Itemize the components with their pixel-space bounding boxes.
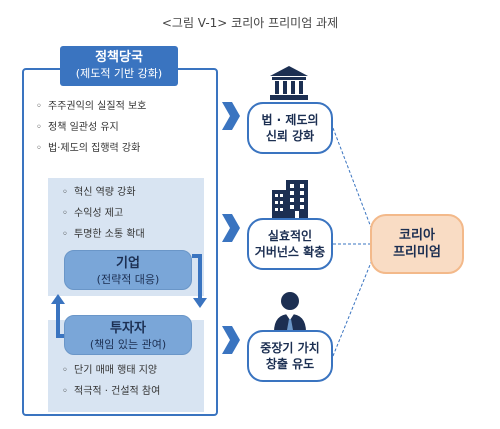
government-item: 정책 일관성 유지 (36, 117, 146, 138)
government-title: 정책당국 (95, 50, 143, 65)
outcome-line: 창출 유도 (265, 357, 315, 371)
company-items: 혁신 역량 강화 수익성 제고 투명한 소통 확대 (62, 182, 145, 245)
government-item: 법·제도의 집행력 강화 (36, 138, 146, 159)
outcome-box-3: 중장기 가치 창출 유도 (247, 330, 333, 382)
office-building-icon (272, 180, 308, 218)
investor-to-company-arrow (56, 302, 64, 338)
outcome-arrow-3 (222, 326, 240, 354)
government-header: 정책당국 (제도적 기반 강화) (60, 46, 178, 86)
investor-item: 적극적 · 건설적 참여 (62, 381, 160, 402)
company-to-investor-arrowhead (193, 298, 207, 308)
investor-box: 투자자 (책임 있는 관여) (64, 315, 192, 355)
korea-premium-box: 코리아 프리미엄 (370, 214, 464, 274)
investor-subtitle: (책임 있는 관여) (89, 338, 167, 351)
government-item: 주주권익의 실질적 보호 (36, 96, 146, 117)
outcome-arrow-1 (222, 102, 240, 130)
outcome-box-2: 실효적인 거버넌스 확충 (247, 218, 333, 270)
government-subtitle: (제도적 기반 강화) (75, 67, 163, 80)
company-subtitle: (전략적 대응) (96, 273, 160, 286)
outcome-line: 신뢰 강화 (265, 129, 315, 143)
outcome-line: 거버넌스 확충 (254, 245, 326, 259)
company-box: 기업 (전략적 대응) (64, 250, 192, 290)
investor-title: 투자자 (110, 321, 146, 336)
outcome-arrow-2 (222, 214, 240, 242)
outcome-line: 실효적인 (267, 229, 313, 243)
government-building-icon (270, 66, 308, 100)
result-line: 코리아 (399, 228, 435, 243)
outcome-line: 중장기 가치 (260, 341, 320, 355)
government-items: 주주권익의 실질적 보호 정책 일관성 유지 법·제도의 집행력 강화 (36, 96, 146, 159)
investor-to-company-arrowhead (51, 294, 65, 304)
figure-caption: <그림 V-1> 코리아 프리미엄 과제 (161, 16, 339, 30)
company-item: 혁신 역량 강화 (62, 182, 145, 203)
company-title: 기업 (116, 256, 140, 271)
company-item: 수익성 제고 (62, 203, 145, 224)
outcome-box-1: 법 · 제도의 신뢰 강화 (247, 102, 333, 154)
company-item: 투명한 소통 확대 (62, 224, 145, 245)
company-to-investor-arrow (192, 254, 202, 300)
dashed-connector-1 (332, 127, 373, 231)
businessman-icon (274, 292, 306, 332)
result-line: 프리미엄 (393, 245, 441, 260)
investor-items: 단기 매매 행태 지양 적극적 · 건설적 참여 (62, 360, 160, 402)
investor-item: 단기 매매 행태 지양 (62, 360, 160, 381)
dashed-connector-3 (332, 259, 373, 357)
outcome-line: 법 · 제도의 (261, 113, 319, 127)
